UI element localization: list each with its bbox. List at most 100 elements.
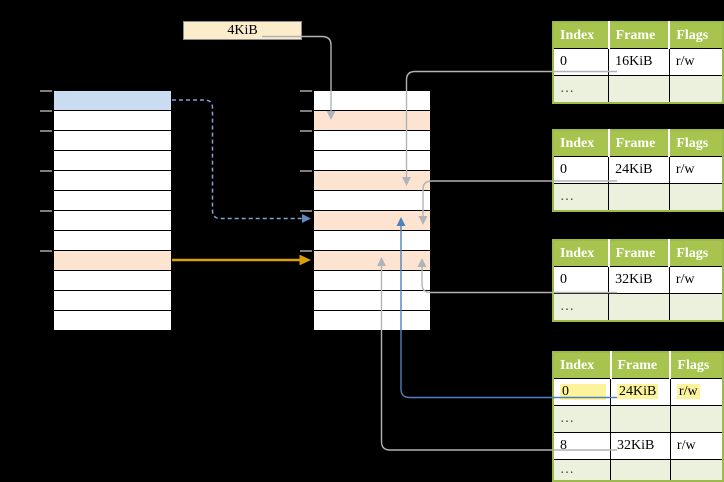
cell-empty [669,459,724,482]
cell-ellipsis: … [552,293,610,322]
address-tick [40,250,52,252]
column-header-flags: Flags [669,130,723,157]
cell-index: 0 [552,266,610,294]
address-tick [40,170,52,172]
memory-cell-white [54,131,171,151]
arrow-virtual-page-orange [172,254,311,266]
physical-memory-column [300,90,431,332]
memory-cell-white [54,171,171,191]
cell-flags: r/w [668,156,724,184]
table-row-ellipsis: … [552,183,724,212]
table-header-row: Index Frame Flags [553,352,723,379]
address-tick [300,130,312,132]
table-row-ellipsis: … [552,293,724,322]
memory-cell-white [314,311,430,331]
cell-empty [610,405,671,433]
page-table-4: Index Frame Flags 0 24KiB r/w … 8 32KiB … [552,351,724,482]
table-row-ellipsis: … [552,405,724,433]
table-row: 0 32KiB r/w [552,266,724,294]
memory-cell-white [314,191,430,211]
column-header-frame: Frame [610,352,672,379]
memory-cell-orange [54,251,171,271]
cell-flags: r/w [669,432,724,460]
column-header-flags: Flags [669,240,723,267]
memory-cell-white [314,271,430,291]
table-row-ellipsis: … [552,459,724,482]
address-tick [300,110,312,112]
memory-cell-orange [314,251,430,271]
address-tick [300,210,312,212]
cell-index: 0 [552,48,610,76]
cell-ellipsis: … [552,459,611,482]
table-row: 0 16KiB r/w [552,48,724,76]
cell-frame: 16KiB [608,48,670,76]
column-header-flags: Flags [669,22,723,49]
cell-empty [608,293,670,322]
column-header-frame: Frame [608,240,671,267]
cell-flags: r/w [668,48,724,76]
table-header-row: Index Frame Flags [553,22,723,49]
address-tick [300,250,312,252]
virtual-memory-column [40,90,172,332]
memory-cell-white [54,191,171,211]
column-header-index: Index [553,240,610,267]
memory-cell-white [314,131,430,151]
cell-empty [669,405,724,433]
memory-cell-white [54,291,171,311]
column-header-frame: Frame [608,130,671,157]
arrow-virtual-page0-dashed [172,99,311,223]
cell-frame: 32KiB [608,266,670,294]
table-row: 8 32KiB r/w [552,432,724,460]
cell-empty [608,75,670,104]
page-table-2: Index Frame Flags 0 24KiB r/w … [552,129,724,212]
page-size-box: 4KiB [183,21,302,40]
column-header-index: Index [553,130,610,157]
page-size-label: 4KiB [227,22,258,38]
address-tick [300,170,312,172]
address-tick [40,130,52,132]
memory-cell-white [314,231,430,251]
table-row: 0 24KiB r/w [552,156,724,184]
memory-cell-white [54,311,171,331]
address-tick [40,90,52,92]
memory-cell-orange [314,211,430,231]
cell-flags: r/w [668,266,724,294]
cell-flags: r/w [669,378,724,406]
highlight-mark: 0 [560,384,606,400]
memory-cell-white [54,271,171,291]
cell-empty [608,183,670,212]
cell-index: 8 [552,432,611,460]
memory-cell-white [314,91,430,111]
cell-empty [668,75,724,104]
column-header-flags: Flags [670,352,723,379]
table-row-highlighted: 0 24KiB r/w [552,378,724,406]
page-table-3: Index Frame Flags 0 32KiB r/w … [552,239,724,322]
cell-ellipsis: … [552,405,611,433]
highlight-mark: r/w [676,384,700,399]
table-header-row: Index Frame Flags [553,130,723,157]
memory-cell-blue [54,91,171,111]
cell-frame: 32KiB [610,432,671,460]
memory-cell-white [54,211,171,231]
page-table-1: Index Frame Flags 0 16KiB r/w … [552,21,724,104]
cell-empty [668,293,724,322]
cell-empty [610,459,671,482]
address-tick [40,110,52,112]
cell-frame: 24KiB [610,378,671,406]
memory-cell-white [314,151,430,171]
address-tick [40,210,52,212]
memory-cell-white [54,111,171,131]
memory-cell-orange [314,111,430,131]
cell-empty [668,183,724,212]
cell-frame: 24KiB [608,156,670,184]
cell-ellipsis: … [552,75,610,104]
cell-index: 0 [552,156,610,184]
cell-index: 0 [552,378,611,406]
memory-cell-orange [314,171,430,191]
cell-ellipsis: … [552,183,610,212]
column-header-index: Index [553,22,610,49]
highlight-mark: 24KiB [617,384,659,399]
memory-cell-white [314,291,430,311]
memory-cell-white [54,151,171,171]
